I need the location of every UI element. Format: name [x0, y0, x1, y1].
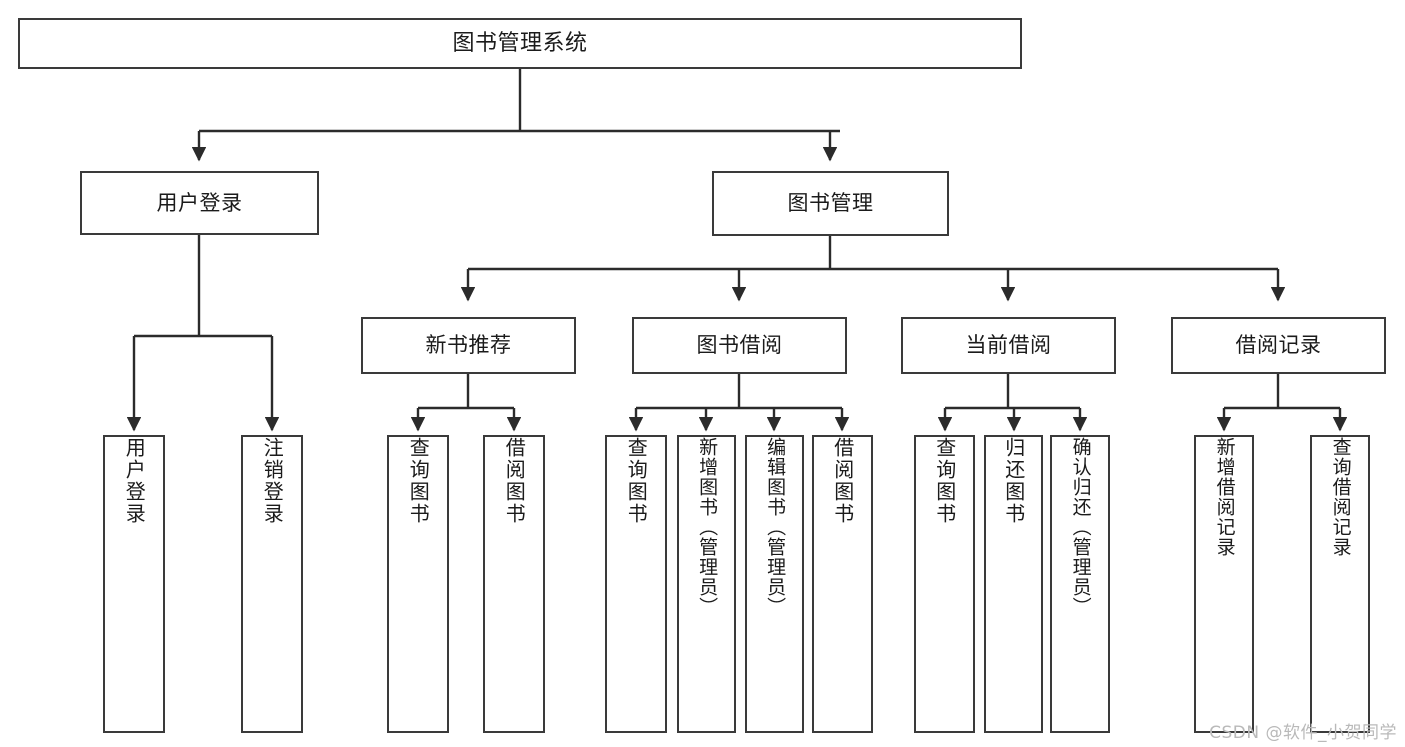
- leaf-query-book-borrow[interactable]: 查询图书: [605, 435, 667, 733]
- leaf-query-borrow-record[interactable]: 查询借阅记录: [1310, 435, 1370, 733]
- node-current-borrow[interactable]: 当前借阅: [901, 317, 1116, 374]
- node-label: 查询借阅记录: [1329, 437, 1352, 557]
- leaf-query-book-recommend[interactable]: 查询图书: [387, 435, 449, 733]
- leaf-borrow-book-recommend[interactable]: 借阅图书: [483, 435, 545, 733]
- node-label: 用户登录: [156, 190, 243, 215]
- node-label: 借阅图书: [502, 437, 527, 525]
- leaf-query-book-current[interactable]: 查询图书: [914, 435, 975, 733]
- leaf-return-book[interactable]: 归还图书: [984, 435, 1043, 733]
- leaf-borrow-book[interactable]: 借阅图书: [812, 435, 873, 733]
- leaf-add-borrow-record[interactable]: 新增借阅记录: [1194, 435, 1254, 733]
- leaf-user-logout[interactable]: 注销登录: [241, 435, 303, 733]
- node-label: 新增借阅记录: [1213, 437, 1236, 557]
- node-label: 查询图书: [624, 437, 649, 525]
- node-label: 借阅记录: [1235, 333, 1322, 358]
- node-label: 新书推荐: [425, 333, 512, 358]
- node-label: 注销登录: [260, 437, 285, 525]
- leaf-confirm-return-admin[interactable]: 确认归还（管理员）: [1050, 435, 1110, 733]
- node-label: 图书借阅: [696, 333, 783, 358]
- node-label: 归还图书: [1001, 437, 1026, 525]
- node-label: 确认归还（管理员）: [1069, 437, 1092, 617]
- leaf-user-login[interactable]: 用户登录: [103, 435, 165, 733]
- node-label: 查询图书: [932, 437, 957, 525]
- node-root-system[interactable]: 图书管理系统: [18, 18, 1022, 69]
- csdn-watermark: CSDN @软件_小贺同学: [1209, 723, 1397, 743]
- node-new-book-recommend[interactable]: 新书推荐: [361, 317, 576, 374]
- node-label: 用户登录: [122, 437, 147, 525]
- node-borrow-record[interactable]: 借阅记录: [1171, 317, 1386, 374]
- node-label: 新增图书（管理员）: [696, 437, 719, 617]
- node-label: 当前借阅: [965, 333, 1052, 358]
- node-book-management[interactable]: 图书管理: [712, 171, 949, 236]
- node-user-login[interactable]: 用户登录: [80, 171, 319, 235]
- leaf-add-book-admin[interactable]: 新增图书（管理员）: [677, 435, 736, 733]
- node-book-borrow[interactable]: 图书借阅: [632, 317, 847, 374]
- node-label: 查询图书: [406, 437, 431, 525]
- node-label: 图书管理系统: [452, 30, 588, 56]
- node-label: 借阅图书: [830, 437, 855, 525]
- leaf-edit-book-admin[interactable]: 编辑图书（管理员）: [745, 435, 804, 733]
- node-label: 图书管理: [787, 191, 874, 216]
- node-label: 编辑图书（管理员）: [764, 437, 787, 617]
